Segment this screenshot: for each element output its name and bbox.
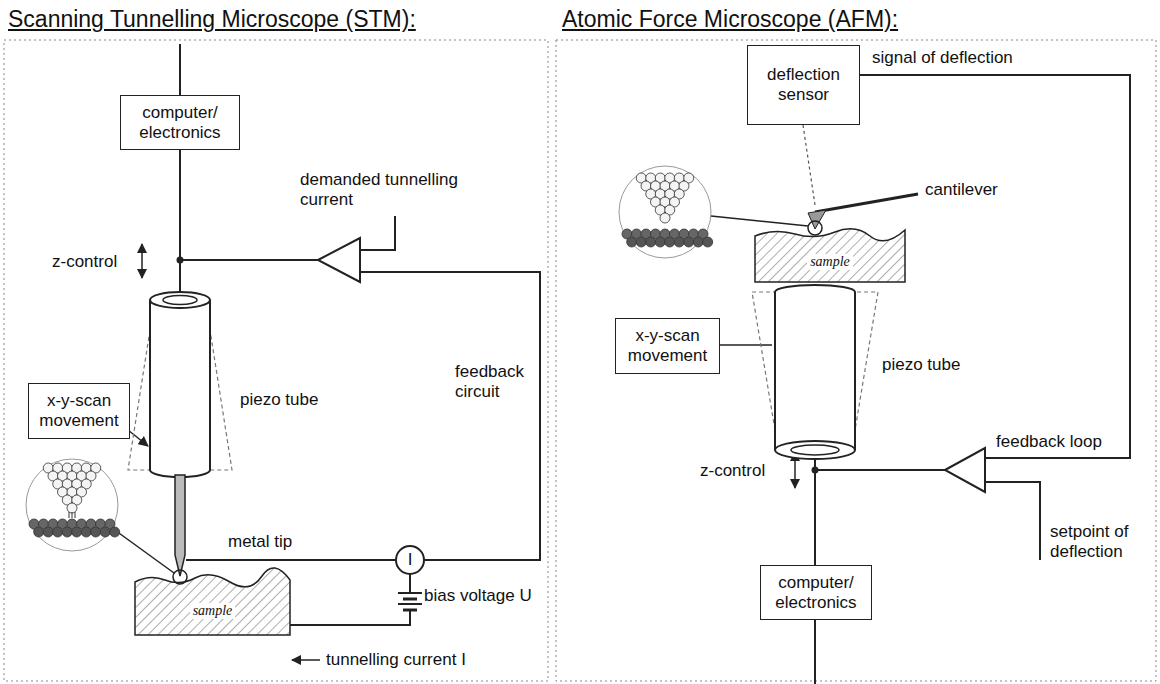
node-text: x-y-scan movement bbox=[35, 391, 123, 430]
stm-wires bbox=[128, 44, 540, 660]
atom-inset bbox=[622, 173, 713, 247]
node-text: x-y-scan movement bbox=[622, 326, 713, 365]
piezo-tube bbox=[752, 285, 878, 459]
panel-title: Atomic Force Microscope (AFM): bbox=[562, 6, 898, 32]
node-text: sample bbox=[190, 603, 236, 619]
axis-label: z-control bbox=[700, 461, 765, 481]
atom-inset bbox=[29, 463, 120, 537]
node-text: computer/ electronics bbox=[767, 573, 865, 612]
cantilever-beam bbox=[815, 194, 918, 212]
sample-body bbox=[755, 229, 905, 282]
scan-control-box: x-y-scan movement bbox=[28, 383, 130, 439]
panel-title: Scanning Tunnelling Microscope (STM): bbox=[8, 6, 416, 32]
signal-label: signal of deflection bbox=[872, 48, 1013, 68]
signal-label: feedback circuit bbox=[455, 362, 535, 401]
metal-tip bbox=[175, 475, 185, 576]
sample-body bbox=[135, 568, 290, 635]
sensor-box: deflection sensor bbox=[747, 45, 860, 125]
computer-box: computer/ electronics bbox=[760, 565, 872, 620]
node-text: sample bbox=[807, 254, 853, 270]
scan-control-box: x-y-scan movement bbox=[615, 318, 720, 374]
amplifier bbox=[318, 238, 360, 282]
part-label: metal tip bbox=[228, 532, 292, 552]
panel-frame bbox=[556, 40, 1156, 681]
battery-symbol bbox=[398, 593, 422, 610]
part-label: cantilever bbox=[925, 180, 998, 200]
signal-label: tunnelling current I bbox=[326, 650, 466, 670]
node-text: deflection sensor bbox=[754, 65, 853, 104]
node-text: computer/ electronics bbox=[127, 103, 233, 142]
part-label: piezo tube bbox=[240, 390, 318, 410]
afm-wires bbox=[720, 75, 1130, 684]
sample-label: sample bbox=[770, 248, 890, 276]
sample-label: sample bbox=[150, 596, 275, 626]
signal-label: demanded tunnelling current bbox=[300, 170, 490, 209]
signal-label: feedback loop bbox=[996, 432, 1102, 452]
computer-box: computer/ electronics bbox=[120, 95, 240, 150]
piezo-tube bbox=[128, 292, 232, 477]
part-label: piezo tube bbox=[882, 355, 960, 375]
ammeter bbox=[396, 546, 424, 574]
axis-label: z-control bbox=[52, 252, 117, 272]
panel-frame bbox=[4, 40, 548, 681]
signal-label: bias voltage U bbox=[424, 586, 532, 606]
meter-symbol: I bbox=[408, 550, 413, 570]
signal-label: setpoint of deflection bbox=[1050, 522, 1145, 561]
amplifier bbox=[945, 448, 985, 492]
